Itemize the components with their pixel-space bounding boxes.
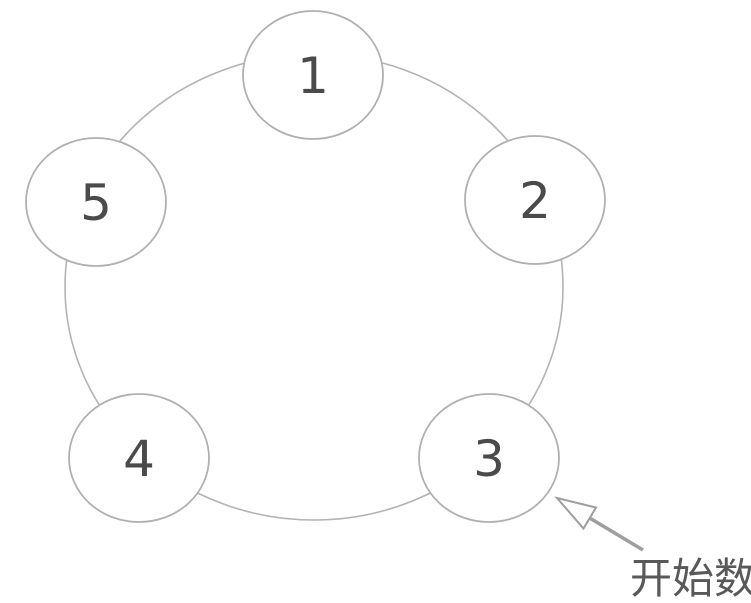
node-label-3: 3: [473, 430, 505, 488]
node-circle-1: [242, 10, 384, 140]
annotation-label: 开始数: [630, 554, 751, 603]
node-label-5: 5: [80, 174, 112, 232]
arrow-shaft: [587, 515, 644, 552]
arrow-head-icon: [554, 496, 598, 531]
node-label-2: 2: [519, 172, 551, 230]
node-label-1: 1: [297, 47, 329, 105]
node-circle-3: [418, 393, 560, 523]
node-circle-2: [464, 135, 606, 265]
start-arrow: [554, 496, 644, 552]
node-circle-4: [68, 393, 210, 523]
node-label-4: 4: [123, 430, 155, 488]
node-circle-5: [25, 137, 167, 267]
